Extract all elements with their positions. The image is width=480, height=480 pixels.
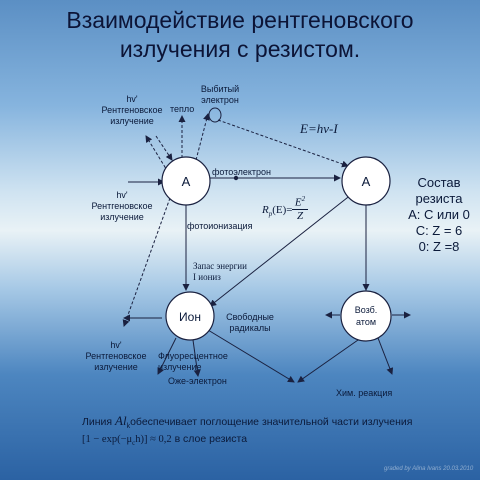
range-formula: Rp(E)= — [262, 204, 292, 221]
photoionization-label: фотоионизация — [187, 221, 253, 231]
note-formula-sub: c — [132, 439, 136, 448]
free-radicals-label: Свободные радикалы — [222, 312, 278, 334]
credit-watermark: graded by Alina Ivans 20.03.2010 — [384, 466, 474, 472]
fluorescent-label: Флуоресцентное излучение — [158, 351, 228, 373]
heat-label: тепло — [170, 104, 195, 114]
solid-arrows — [123, 174, 411, 383]
composition-line3: A: C или 0 — [408, 207, 470, 222]
note-symbol: Al — [115, 413, 127, 428]
note-prefix: Линия — [82, 416, 113, 428]
arrow-excited-to-heat — [377, 337, 394, 375]
xray-bottom-line1: Рентгеновское — [85, 351, 147, 361]
fluorescent-line2: излучение — [158, 362, 202, 372]
xray-top-line2: излучение — [110, 116, 154, 126]
chem-reaction-label: Хим. реакция — [336, 388, 393, 398]
knocked-line2: электрон — [201, 95, 239, 105]
xray-top-label: hv' Рентгеновское излучение — [92, 94, 172, 127]
knocked-line1: Выбитый — [200, 84, 240, 94]
ion-label: Ион — [179, 310, 201, 324]
arrow-ion-to-auger — [192, 339, 201, 377]
xray-bottom-line2: излучение — [94, 362, 138, 372]
hv-bottom: hv' — [110, 340, 122, 350]
composition-line1: Состав — [417, 175, 461, 190]
dash-atom-to-electron — [195, 113, 210, 161]
atom-left-node — [161, 156, 211, 206]
dashed-arrows — [122, 113, 349, 327]
absorption-line2: [1 − exp(−μch)] ≈ 0,2 в слое резиста — [82, 433, 412, 450]
composition-line2: резиста — [415, 191, 463, 206]
ion-node — [165, 291, 215, 341]
rp-lhs: R — [262, 204, 269, 216]
arrow-atom-to-radicals — [209, 193, 353, 307]
hv-top: hv' — [126, 94, 138, 104]
arrow-ion-to-fluorescent — [157, 337, 177, 375]
arrow-excited-to-chem — [297, 339, 359, 383]
note-formula: [1 − exp(−μ — [82, 434, 133, 446]
photoelectron-label: фотоэлектрон — [212, 167, 272, 177]
energy-reserve-label: Запас энергии I иониз — [193, 261, 247, 283]
composition-line5: 0: Z =8 — [418, 239, 460, 254]
excited-atom-node — [340, 290, 392, 342]
arrow-ion-to-chem — [207, 329, 295, 383]
dash-atom-to-xray-bottom — [122, 197, 171, 327]
energy-line2: I иониз — [193, 272, 221, 282]
excited-atom-label-1: Возб. — [355, 305, 378, 315]
note-symbol-sub: k — [126, 423, 131, 431]
xray-left-line2: излучение — [100, 212, 144, 222]
photoelectron-dot-icon — [233, 175, 239, 181]
resist-composition: Состав резиста A: C или 0 C: Z = 6 0: Z … — [404, 175, 474, 255]
note-formula-end: h)] ≈ 0,2 — [135, 434, 172, 446]
energy-line1: Запас энергии — [193, 261, 247, 271]
dash-electron-to-atom — [217, 119, 349, 168]
title-line-1: Взаимодействие рентгеновского — [66, 7, 414, 33]
energy-formula: E=hv-I — [300, 121, 338, 136]
slide-title: Взаимодействие рентгеновского излучения … — [0, 6, 480, 64]
rp-exp: 2 — [301, 195, 306, 203]
auger-label: Оже-электрон — [168, 376, 227, 386]
knocked-electron-label: Выбитый электрон — [198, 84, 242, 106]
note-formula-suffix: в слое резиста — [174, 433, 248, 446]
dash-atom-upper-left — [145, 135, 169, 173]
atom-right-node — [341, 156, 391, 206]
rp-den: Z — [296, 209, 304, 222]
absorption-line1: Линия Alkобеспечивает поглощение значите… — [82, 414, 412, 433]
rp-numerator: E2 — [292, 193, 308, 210]
rp-sub: p — [268, 210, 273, 219]
note-suffix: обеспечивает поглощение значительной час… — [130, 416, 413, 428]
absorption-note: Линия Alkобеспечивает поглощение значите… — [82, 414, 412, 450]
xray-bottom-label: hv' Рентгеновское излучение — [76, 340, 156, 373]
free-radicals-line2: радикалы — [229, 323, 271, 333]
dash-xray-to-atom — [155, 135, 173, 161]
composition-line4: C: Z = 6 — [415, 223, 463, 238]
title-line-2: излучения с резистом. — [119, 36, 361, 62]
hv-left: hv' — [116, 190, 128, 200]
xray-left-line1: Рентгеновское — [91, 201, 153, 211]
rp-num: E — [294, 196, 302, 209]
atom-left-label: A — [182, 174, 191, 189]
free-radicals-line1: Свободные — [226, 312, 274, 322]
fluorescent-line1: Флуоресцентное — [158, 351, 228, 361]
excited-atom-label-2: атом — [356, 317, 376, 327]
atom-right-label: A — [362, 174, 371, 189]
xray-top-line1: Рентгеновское — [101, 105, 163, 115]
xray-left-label: hv' Рентгеновское излучение — [82, 190, 162, 223]
rp-arg: (E)= — [272, 204, 293, 216]
range-fraction: E2 Z — [292, 193, 308, 222]
knocked-electron-icon — [208, 107, 222, 123]
